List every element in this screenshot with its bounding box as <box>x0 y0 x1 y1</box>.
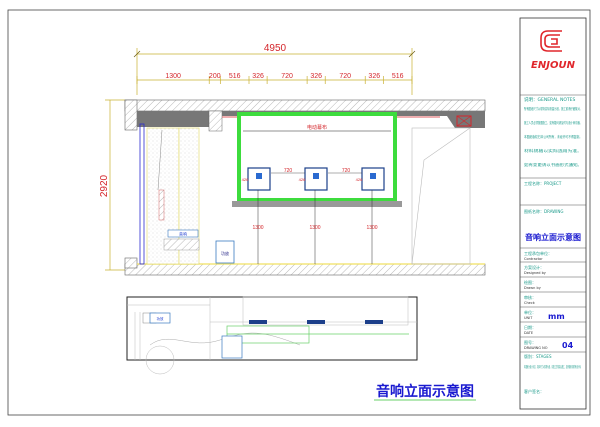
segment-dimension: 326 <box>252 73 264 80</box>
speaker-icon <box>256 173 262 179</box>
left-wall-top <box>124 99 138 131</box>
drawing-no-label: 图号： <box>524 339 536 345</box>
contractor-en: Contractor <box>524 257 543 261</box>
screen-label: 电动幕布 <box>307 124 327 131</box>
segment-dimension: 200 <box>209 73 221 80</box>
plan-equipment-label: 功放 <box>157 316 164 321</box>
mount-height-label: 1300 <box>309 225 320 231</box>
plan-amplifier <box>221 335 243 359</box>
brand-logo-icon <box>540 30 562 52</box>
version-label: 版别：STAGES <box>524 353 552 359</box>
check-label: 审核： <box>524 294 536 300</box>
drawing-name-label: 图纸名称：DRAWING <box>524 208 563 214</box>
plan-screen-line <box>226 325 310 344</box>
note-item: 本图纸版权归本公司所有，未经许可不得复制。 <box>524 134 582 139</box>
left-wall-bottom <box>124 257 138 269</box>
overall-width-label: 4950 <box>264 43 287 54</box>
note-item: 如有变更请以书面形式通知。 <box>524 162 582 167</box>
designed-en: Designed by <box>524 271 546 275</box>
title-block-frame <box>519 17 587 410</box>
segment-dimension: 326 <box>368 73 380 80</box>
speaker-height-label: 426 <box>299 177 306 182</box>
mount-height-label: 1300 <box>366 225 377 231</box>
designed-label: 方案设计： <box>524 264 544 270</box>
sheet-border <box>7 9 591 416</box>
version-note: 本图纸为设计示意，具体尺寸以现场为准，请施工方核实后施工，如有疑问请联系设计师。 <box>524 364 582 369</box>
segment-dimension: 720 <box>281 73 293 80</box>
ac-vent <box>456 115 472 127</box>
note-item: 所有图纸尺寸以现场实际测量为准，施工前请仔细核对。 <box>524 106 582 111</box>
ceiling-slab <box>124 99 486 112</box>
unit-label: 单位： <box>524 309 536 315</box>
screen-ledge <box>232 201 402 207</box>
speaker-icon <box>313 173 319 179</box>
floor-slab <box>124 263 486 276</box>
segment-dimension: 326 <box>310 73 322 80</box>
right-soffit <box>440 111 485 128</box>
cabinet-label-box <box>167 229 199 238</box>
unit-value: mm <box>548 312 565 321</box>
drawing-no-en: DRAWING NO <box>524 346 548 350</box>
drawing-no: 04 <box>562 341 574 350</box>
segment-dimension: 1300 <box>165 73 181 80</box>
contractor-label: 工程承包单位： <box>524 250 552 256</box>
date-label: 日期： <box>524 324 536 330</box>
unit-en: UNIT <box>524 316 533 320</box>
drawing-name: 音响立面示意图 <box>525 232 581 242</box>
project-label: 工程名称：PROJECT <box>524 180 562 186</box>
note-item: 材料规格以实际选用为准。 <box>524 148 582 153</box>
plant <box>158 189 165 221</box>
notes-label: 说明：GENERAL NOTES <box>524 96 576 103</box>
segment-dimension: 720 <box>339 73 351 80</box>
drawing-title: 音响立面示意图 <box>376 383 474 400</box>
curtain <box>139 123 145 265</box>
overall-height-label: 2920 <box>99 174 110 197</box>
spacing-label: 720 <box>284 168 293 174</box>
floor-plan <box>126 296 418 361</box>
brand-name: ENJOUN <box>531 60 576 71</box>
soffit <box>137 111 209 127</box>
speaker-height-label: 426 <box>356 177 363 182</box>
note-item: 施工人员必须按图施工，如有疑问请及时与设计师沟通。 <box>524 120 582 125</box>
spacing-label: 720 <box>342 168 351 174</box>
drawn-label: 绘图： <box>524 279 536 285</box>
speaker-icon <box>370 173 376 179</box>
amplifier-label: 功放 <box>221 250 229 256</box>
check-en: Check <box>524 301 536 305</box>
date-en: DATE <box>524 331 533 335</box>
right-wall-detail <box>411 127 471 265</box>
segment-dimension: 516 <box>229 73 241 80</box>
speaker-height-label: 426 <box>242 177 249 182</box>
amplifier <box>215 240 235 264</box>
cabinet-label: 音响 <box>179 231 187 237</box>
segment-dimension: 516 <box>392 73 404 80</box>
customer-sign-label: 客户签名： <box>524 388 544 394</box>
dimension-lines <box>105 48 416 271</box>
drawn-en: Drawn by <box>524 286 541 290</box>
mount-height-label: 1300 <box>252 225 263 231</box>
